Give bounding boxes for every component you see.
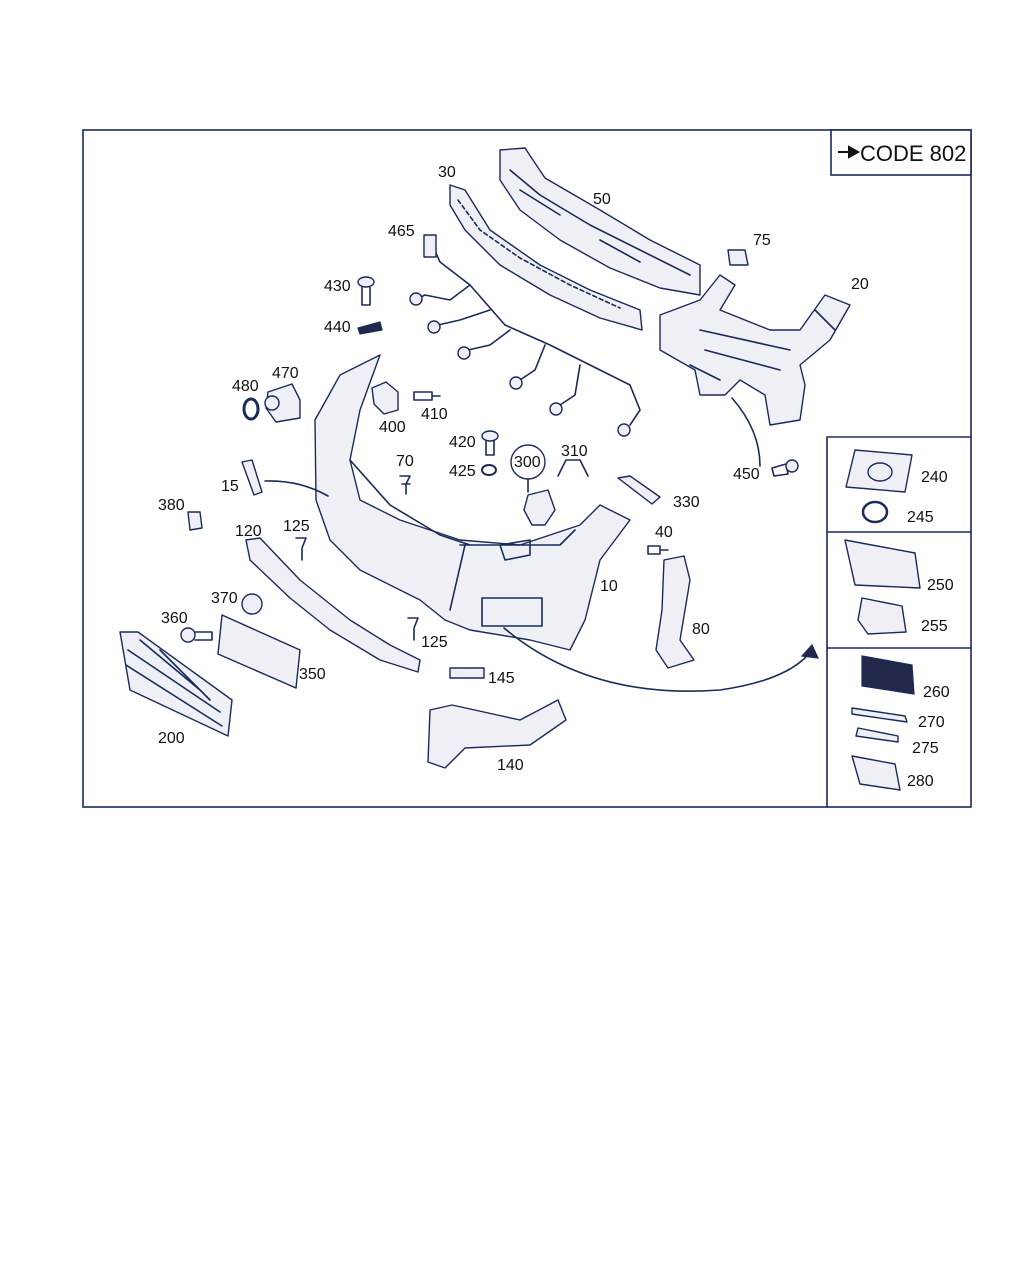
part-300-part	[523, 489, 556, 526]
part-410-bolt	[413, 391, 441, 401]
part-480-ring	[242, 397, 260, 421]
label-440: 440	[324, 319, 351, 336]
label-270: 270	[918, 714, 945, 731]
part-40-clip	[647, 545, 669, 555]
arrow-right-icon	[838, 145, 861, 159]
part-260-frame	[861, 655, 915, 695]
part-labels: 10 15 20 30 40 50 70 75 80 120 125 125 1…	[158, 164, 954, 790]
arrow-450	[731, 397, 761, 467]
part-240-frame	[845, 449, 913, 493]
part-370-cap	[241, 593, 263, 615]
part-80-guide	[655, 555, 695, 669]
part-145-vent	[449, 667, 485, 679]
label-310: 310	[561, 443, 588, 460]
part-255-bracket	[857, 597, 907, 635]
side-panels	[826, 436, 972, 808]
part-125a-clip	[295, 537, 307, 561]
label-425: 425	[449, 463, 476, 480]
label-30: 30	[438, 164, 456, 181]
arrow-15	[264, 480, 329, 497]
label-40: 40	[655, 524, 673, 541]
part-350-plate	[217, 614, 301, 689]
part-20-bracket	[659, 274, 851, 426]
label-75: 75	[753, 232, 771, 249]
code-box-text: CODE 802	[860, 141, 966, 166]
part-120-strip	[245, 537, 421, 673]
part-70-clip	[399, 475, 411, 495]
label-250: 250	[927, 577, 954, 594]
label-80: 80	[692, 621, 710, 638]
label-125b: 125	[421, 634, 448, 651]
part-330-strip	[617, 475, 661, 505]
part-75-clip	[727, 249, 749, 266]
label-370: 370	[211, 590, 238, 607]
part-425-washer	[481, 464, 497, 476]
part-400-bracket	[371, 381, 399, 415]
label-245: 245	[907, 509, 934, 526]
label-140: 140	[497, 757, 524, 774]
label-50: 50	[593, 191, 611, 208]
label-380: 380	[158, 497, 185, 514]
label-240: 240	[921, 469, 948, 486]
part-275-strip	[855, 727, 899, 743]
part-125b-clip	[407, 617, 419, 641]
code-box: CODE 802	[830, 129, 972, 176]
label-430: 430	[324, 278, 351, 295]
arrow-grille-assembly	[503, 627, 813, 693]
diagram-frame	[82, 129, 972, 808]
part-470-sensor	[264, 383, 301, 423]
part-440-clip	[357, 321, 383, 335]
part-15-bracket	[241, 459, 263, 496]
part-310-spring	[557, 459, 589, 477]
part-450-screw	[771, 459, 799, 477]
label-15: 15	[221, 478, 239, 495]
label-465: 465	[388, 223, 415, 240]
label-420: 420	[449, 434, 476, 451]
part-250-frame	[844, 539, 921, 589]
label-400: 400	[379, 419, 406, 436]
part-430-bolt	[357, 276, 375, 306]
label-120: 120	[235, 523, 262, 540]
part-280-frame	[851, 755, 901, 791]
label-125a: 125	[283, 518, 310, 535]
label-480: 480	[232, 378, 259, 395]
part-360-bolt	[180, 627, 213, 643]
label-200: 200	[158, 730, 185, 747]
part-10-bumper-cover	[314, 354, 631, 651]
label-20: 20	[851, 276, 869, 293]
label-10: 10	[600, 578, 618, 595]
label-330: 330	[673, 494, 700, 511]
label-275: 275	[912, 740, 939, 757]
label-360: 360	[161, 610, 188, 627]
label-255: 255	[921, 618, 948, 635]
part-30-strip	[449, 184, 643, 331]
label-450: 450	[733, 466, 760, 483]
part-420-bolt	[481, 430, 499, 456]
part-245-ring	[861, 500, 889, 524]
label-260: 260	[923, 684, 950, 701]
part-50-absorber	[499, 147, 701, 296]
part-380-clip	[187, 511, 203, 531]
label-350: 350	[299, 666, 326, 683]
part-270-strip	[851, 707, 908, 723]
label-280: 280	[907, 773, 934, 790]
part-200-grille	[119, 631, 233, 737]
part-465-harness	[409, 234, 641, 437]
label-410: 410	[421, 406, 448, 423]
label-470: 470	[272, 365, 299, 382]
label-145: 145	[488, 670, 515, 687]
label-70: 70	[396, 453, 414, 470]
label-300: 300	[514, 454, 541, 471]
part-140-trim	[427, 699, 567, 769]
